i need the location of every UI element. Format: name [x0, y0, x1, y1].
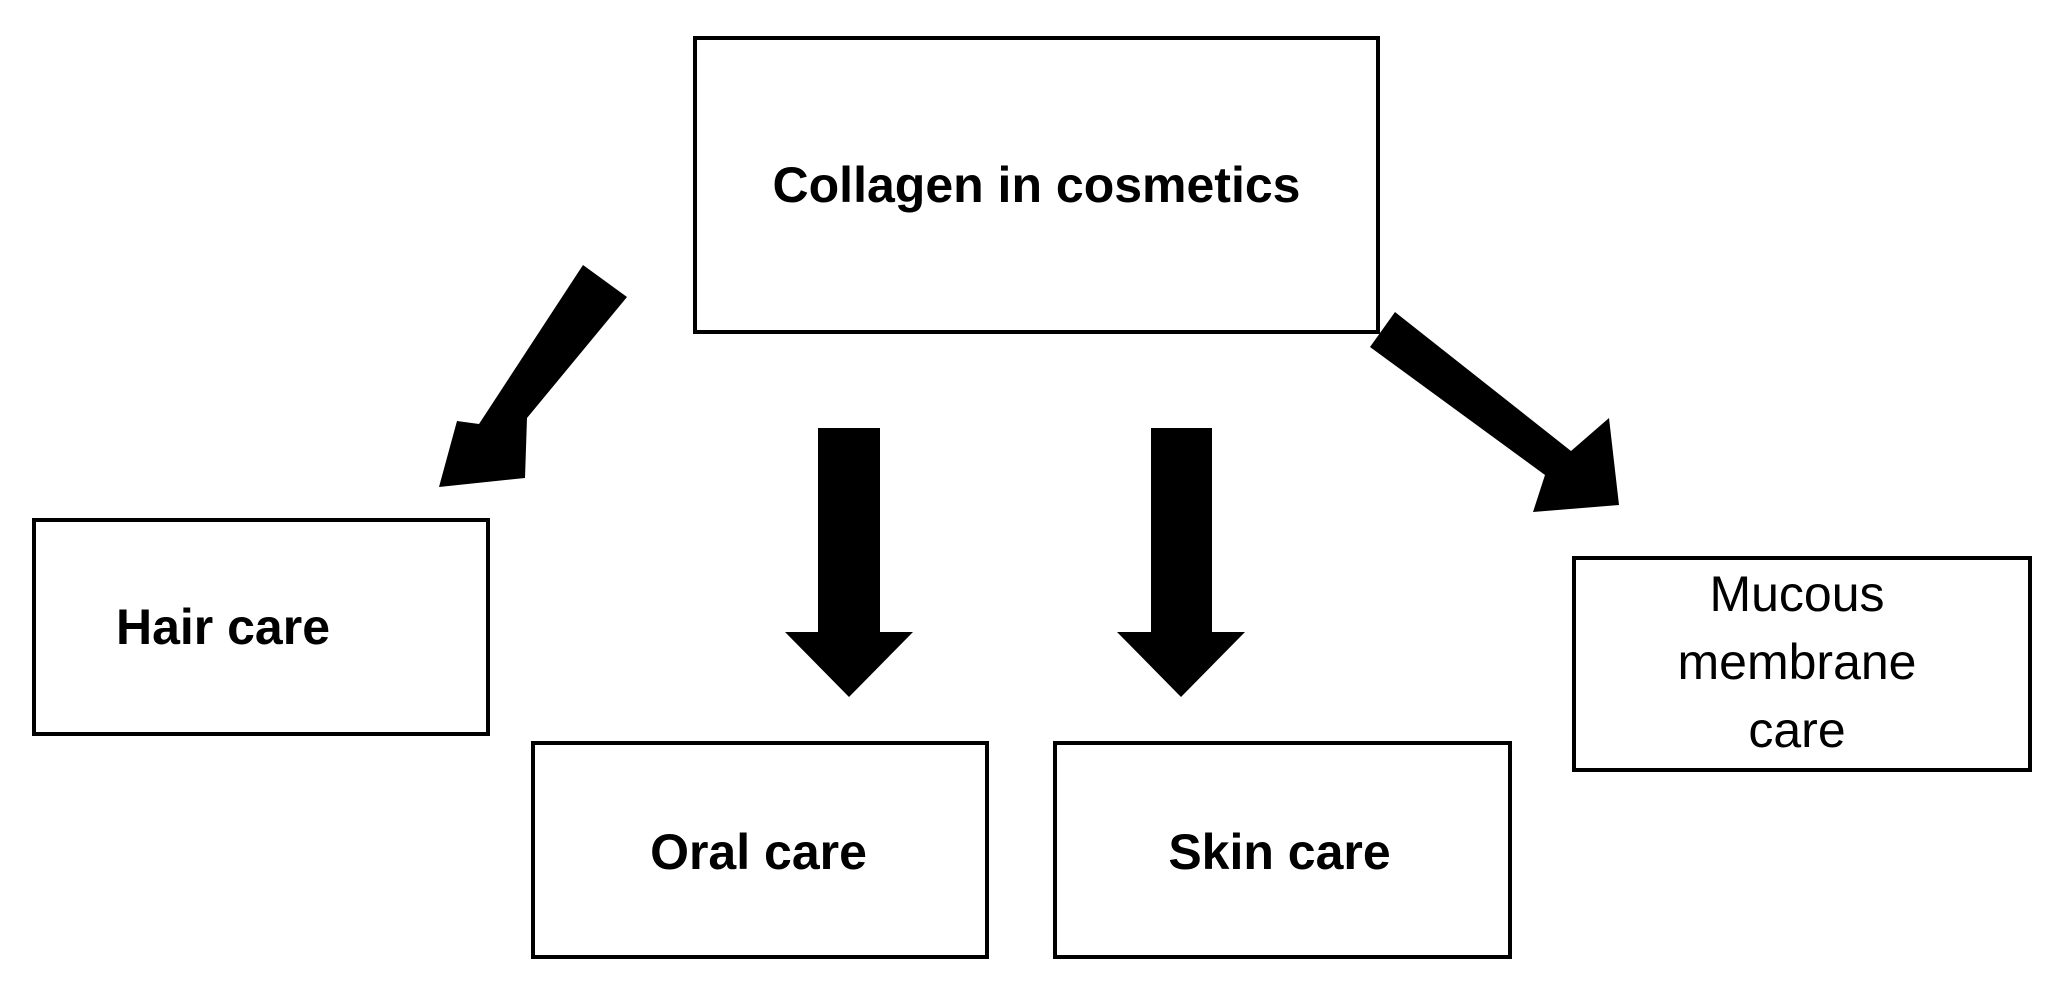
mucous-label-line-1: Mucous — [1709, 566, 1885, 622]
node-hair-care: Hair care — [32, 518, 490, 736]
arrow-to-oral-care — [785, 428, 913, 697]
root-label: Collagen in cosmetics — [772, 157, 1301, 213]
node-skin-care: Skin care — [1053, 741, 1512, 959]
arrow-to-hair-care — [439, 265, 627, 487]
node-mucous-membrane-care: Mucous membrane care — [1572, 556, 2032, 772]
hair-care-label: Hair care — [115, 599, 331, 655]
mucous-membrane-care-label: Mucous membrane care — [1678, 560, 1917, 764]
mucous-label-line-2: membrane — [1677, 634, 1917, 690]
node-oral-care: Oral care — [531, 741, 989, 959]
skin-care-label: Skin care — [1168, 824, 1391, 880]
root-node: Collagen in cosmetics — [693, 36, 1380, 334]
oral-care-label: Oral care — [650, 824, 867, 880]
mucous-label-line-3: care — [1748, 702, 1846, 758]
arrow-to-mucous-membrane-care — [1370, 312, 1619, 512]
arrow-to-skin-care — [1117, 428, 1245, 697]
